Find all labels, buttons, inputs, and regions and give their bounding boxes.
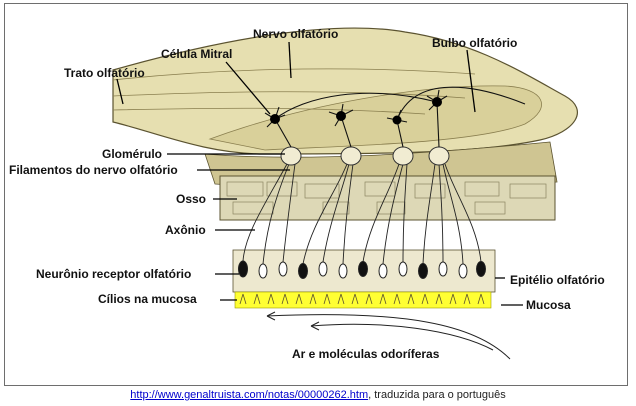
cilia [239, 293, 485, 305]
air-flow-arrows [266, 311, 511, 360]
label-filamentos: Filamentos do nervo olfatório [9, 163, 178, 177]
label-axonio: Axônio [165, 223, 206, 237]
source-link[interactable]: http://www.genaltruista.com/notas/000002… [130, 389, 369, 401]
label-nervo-olfatorio: Nervo olfatório [253, 27, 339, 41]
tract-fiber [112, 107, 426, 115]
tract-fiber [112, 91, 466, 99]
bone-texture [226, 181, 547, 215]
mitral-cells [264, 86, 526, 148]
label-osso: Osso [176, 192, 207, 206]
label-glomerulo: Glomérulo [102, 147, 163, 161]
olfactory-bulb-inner [208, 85, 542, 151]
label-bulbo-olfatorio: Bulbo olfatório [432, 36, 518, 50]
mitral-cell-bodies [270, 97, 442, 125]
label-celula-mitral: Célula Mitral [161, 47, 233, 61]
leader-lines [116, 41, 523, 306]
diagram-frame: Nervo olfatório Célula Mitral Bulbo olfa… [4, 3, 628, 386]
source-caption: http://www.genaltruista.com/notas/000002… [0, 389, 636, 402]
axons [242, 163, 482, 265]
label-cilios: Cílios na mucosa [98, 292, 197, 306]
label-ar-moleculas: Ar e moléculas odoríferas [292, 347, 440, 361]
label-neuronio-receptor: Neurônio receptor olfatório [36, 267, 192, 281]
label-epitelio: Epitélio olfatório [510, 273, 605, 287]
label-trato-olfatorio: Trato olfatório [64, 66, 145, 80]
olfactory-diagram [112, 27, 578, 360]
label-mucosa: Mucosa [526, 298, 571, 312]
caption-suffix: , traduzida para o português [368, 389, 506, 401]
tract-fiber [112, 68, 476, 81]
